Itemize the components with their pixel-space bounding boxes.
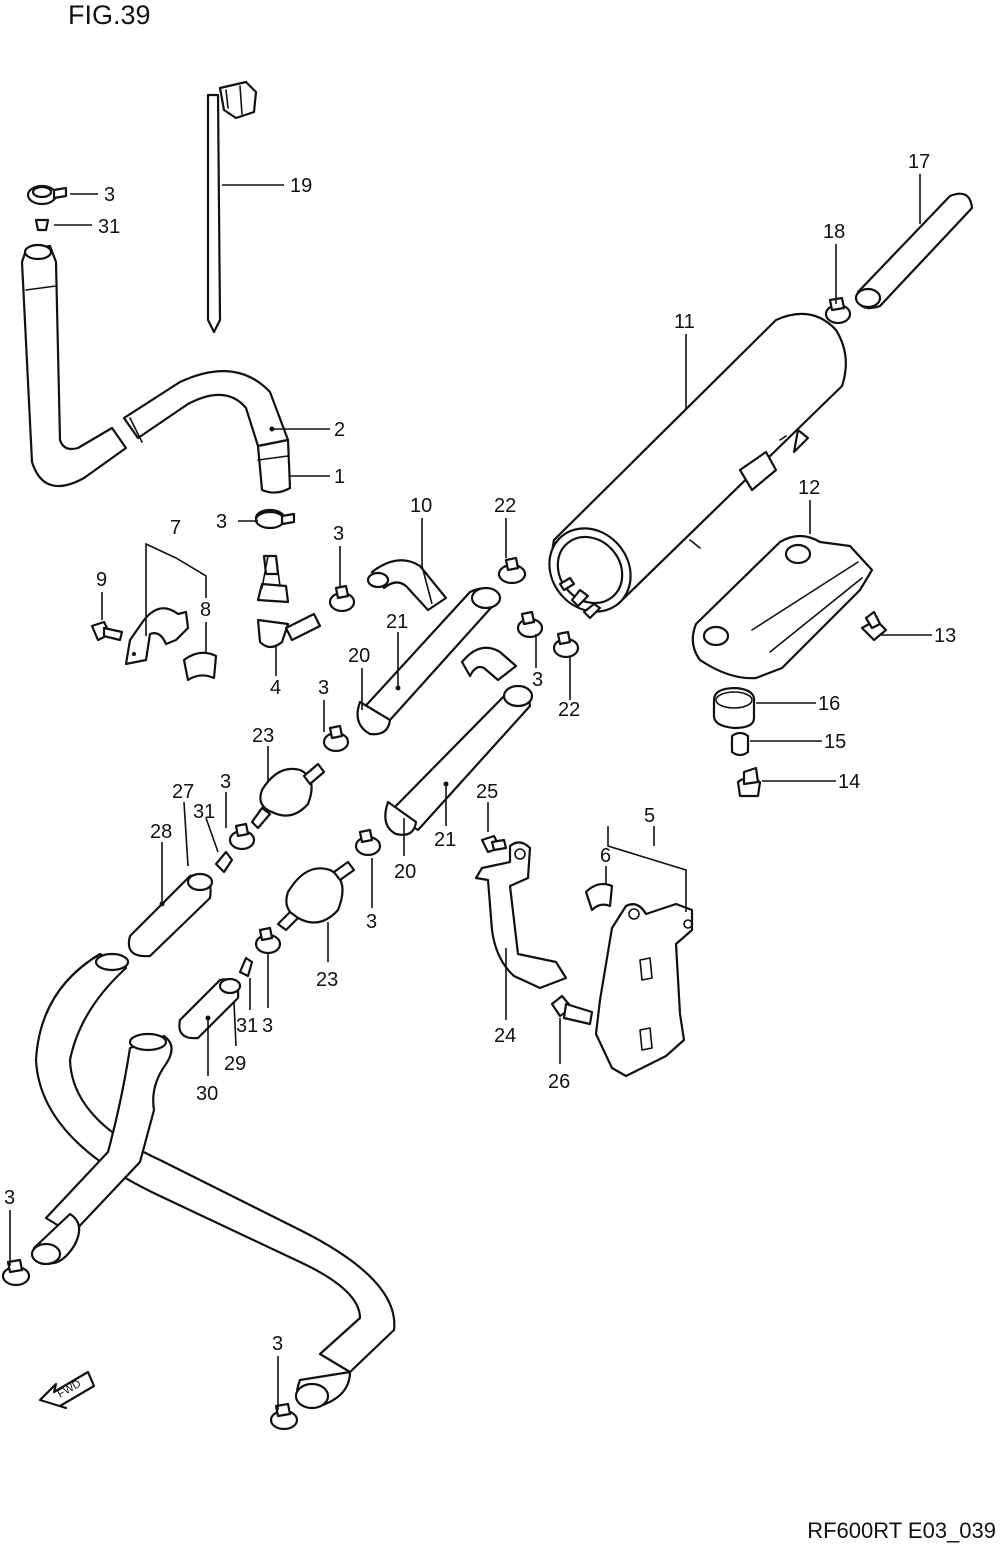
callout-20: 20: [348, 645, 370, 667]
part-21-hose-lower: [388, 684, 534, 832]
clamp-3-near-10: [328, 584, 356, 613]
part-1-hose-end: [256, 438, 292, 494]
part-23-filter-upper: [250, 762, 326, 830]
part-14-bolt: [736, 766, 762, 798]
callout-3: 3: [532, 669, 543, 691]
callout-16: 16: [818, 693, 840, 715]
part-12-bracket: [691, 534, 874, 680]
callout-3: 3: [333, 523, 344, 545]
callout-21: 21: [434, 829, 456, 851]
callout-28: 28: [150, 821, 172, 843]
clamp-3-filter-lower-right: [354, 828, 382, 857]
callout-13: 13: [934, 625, 956, 647]
part-2-hose: [20, 243, 290, 488]
callout-4: 4: [270, 677, 281, 699]
part-31-cap-topleft: [34, 218, 50, 232]
part-main-hose-right: [30, 1032, 173, 1266]
part-8-cushion: [182, 651, 218, 682]
part-17-hose: [854, 192, 974, 310]
part-10-hose: [366, 559, 448, 612]
part-bent-hose-mid: [460, 646, 518, 682]
clamp-22-b: [552, 630, 580, 659]
callout-3: 3: [272, 1333, 283, 1355]
callout-22: 22: [494, 495, 516, 517]
callout-6: 6: [600, 845, 611, 867]
callout-2: 2: [334, 419, 345, 441]
callout-17: 17: [908, 151, 930, 173]
callout-29: 29: [224, 1053, 246, 1075]
figure-title: FIG.39: [68, 0, 151, 30]
callout-5: 5: [644, 805, 655, 827]
part-3-clamp-topleft: [26, 184, 68, 206]
callout-26: 26: [548, 1071, 570, 1093]
fwd-arrow: FWD: [38, 1370, 96, 1410]
clamp-3-mid: [516, 610, 544, 639]
callout-27: 27: [172, 781, 194, 803]
part-24-bracket: [474, 841, 568, 990]
callout-1: 1: [334, 466, 345, 488]
callout-labels: 3 31 19 2 1 3 7 9 8 4 3 10 21 20 22 3 22…: [4, 151, 956, 1355]
callout-11: 11: [674, 311, 695, 333]
callout-31: 31: [98, 216, 120, 238]
callout-3: 3: [318, 677, 329, 699]
part-23-filter-lower: [276, 860, 356, 932]
callout-3: 3: [4, 1187, 15, 1209]
part-31-cap-mid: [214, 850, 234, 874]
callout-7: 7: [170, 517, 181, 539]
callout-31: 31: [236, 1015, 258, 1037]
callout-22: 22: [558, 699, 580, 721]
callout-10: 10: [410, 495, 432, 517]
callout-3: 3: [216, 511, 227, 533]
callout-23: 23: [252, 725, 274, 747]
callout-31: 31: [193, 801, 215, 823]
callout-23: 23: [316, 969, 338, 991]
part-11-canister: [548, 312, 847, 620]
part-5-bracket: [594, 902, 694, 1078]
part-4-joint: [254, 508, 322, 649]
clamp-3-left-mid: [322, 724, 350, 753]
callout-3: 3: [262, 1015, 273, 1037]
part-20-hose-end-lower: [384, 800, 418, 836]
clamp-3-bottom-mid: [269, 1402, 299, 1431]
part-20-hose-end-upper: [356, 700, 392, 736]
clamp-3-filter-upper: [228, 822, 256, 851]
figure-code: RF600RT E03_039: [807, 1518, 996, 1543]
callout-9: 9: [96, 569, 107, 591]
part-19-cable-tie: [206, 80, 258, 334]
part-15-collar: [730, 731, 750, 757]
part-16-grommet: [712, 686, 756, 730]
part-7-bracket: [124, 607, 190, 666]
clamp-22-a: [497, 556, 527, 585]
part-26-bolt: [550, 994, 594, 1026]
callout-18: 18: [823, 221, 845, 243]
callout-3: 3: [104, 184, 115, 206]
callout-24: 24: [494, 1025, 516, 1047]
callout-3: 3: [366, 911, 377, 933]
part-18-clamp: [824, 296, 852, 325]
part-25-screw: [480, 834, 508, 854]
callout-20: 20: [394, 861, 416, 883]
callout-14: 14: [838, 771, 860, 793]
part-6-cushion: [584, 882, 614, 912]
callout-15: 15: [824, 731, 846, 753]
part-21-hose-upper: [358, 586, 502, 722]
callout-21: 21: [386, 611, 408, 633]
callout-3: 3: [220, 771, 231, 793]
callout-30: 30: [196, 1083, 218, 1105]
part-31-cap-lower: [238, 956, 254, 978]
callout-19: 19: [290, 175, 312, 197]
callout-12: 12: [798, 477, 820, 499]
clamp-3-filter-lower-left: [254, 926, 282, 955]
clamp-3-upper: [254, 510, 296, 530]
callout-8: 8: [200, 599, 211, 621]
callout-25: 25: [476, 781, 498, 803]
part-28-hose: [127, 872, 214, 958]
clamp-3-bottom-left: [1, 1258, 31, 1287]
leader-lines: [9, 174, 932, 1410]
part-29-joint: [178, 977, 242, 1040]
part-9-bolt: [90, 620, 124, 642]
